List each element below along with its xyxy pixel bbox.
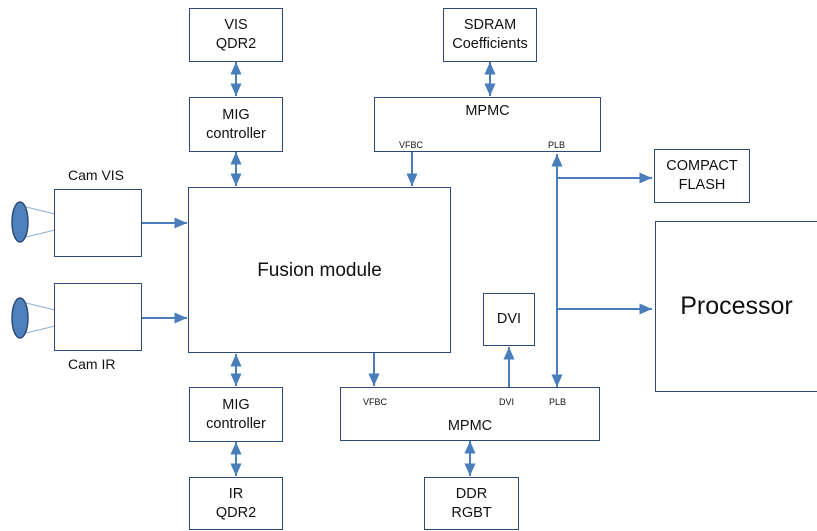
compact-flash-line2: FLASH <box>678 177 726 193</box>
ir-qdr2-line1: IR <box>228 485 244 502</box>
lens-ray-vis-top <box>21 205 56 215</box>
dvi-block: DVI <box>483 293 535 346</box>
mpmc-bottom-port-plb: PLB <box>549 397 567 407</box>
camera-vis-lens <box>11 201 29 243</box>
mpmc-top-port-vfbc: VFBC <box>399 140 424 150</box>
mig-top-line2: controller <box>206 125 266 142</box>
mpmc-bottom-block: MPMC VFBC DVI PLB <box>340 387 600 441</box>
lens-ray-vis-bottom <box>21 229 56 239</box>
camera-ir-body <box>54 283 142 351</box>
vis-qdr2-line1: VIS <box>224 17 248 33</box>
sdram-line1: SDRAM <box>463 17 517 33</box>
fusion-module-block: Fusion module <box>188 187 451 353</box>
lens-ray-ir-bottom <box>21 325 56 335</box>
processor-label: Processor <box>680 292 793 320</box>
camera-vis-label: Cam VIS <box>68 167 125 183</box>
sdram-block: SDRAM Coefficients <box>443 8 537 62</box>
compact-flash-line1: COMPACT <box>666 158 738 174</box>
compact-flash-block: COMPACT FLASH <box>654 149 750 203</box>
ddr-line2: RGBT <box>451 504 492 521</box>
ddr-rgbt-block: DDR RGBT <box>424 477 519 530</box>
mpmc-top-port-plb: PLB <box>548 140 566 150</box>
mig-top-line1: MIG <box>222 106 250 123</box>
fusion-module-label: Fusion module <box>257 259 382 281</box>
vis-qdr2-line2: QDR2 <box>215 36 257 52</box>
camera-ir-lens <box>11 297 29 339</box>
processor-block: Processor <box>655 221 817 392</box>
vis-qdr2-block: VIS QDR2 <box>189 8 283 62</box>
lens-ray-ir-top <box>21 301 56 311</box>
mig-controller-bottom: MIG controller <box>189 387 283 442</box>
ir-qdr2-block: IR QDR2 <box>189 477 283 530</box>
mig-bottom-line1: MIG <box>222 396 250 413</box>
mpmc-bottom-port-dvi: DVI <box>499 397 515 407</box>
sdram-line2: Coefficients <box>452 36 528 52</box>
mig-controller-top: MIG controller <box>189 97 283 152</box>
mpmc-bottom-title: MPMC <box>447 418 493 434</box>
ir-qdr2-line2: QDR2 <box>215 504 257 521</box>
dvi-label: DVI <box>496 311 522 327</box>
camera-vis-body <box>54 189 142 257</box>
mpmc-top-title: MPMC <box>465 103 510 119</box>
ddr-line1: DDR <box>455 485 488 502</box>
mpmc-bottom-port-vfbc: VFBC <box>363 397 388 407</box>
mig-bottom-line2: controller <box>206 415 266 432</box>
mpmc-top-block: MPMC VFBC PLB <box>374 97 601 152</box>
camera-ir-label: Cam IR <box>68 356 116 372</box>
